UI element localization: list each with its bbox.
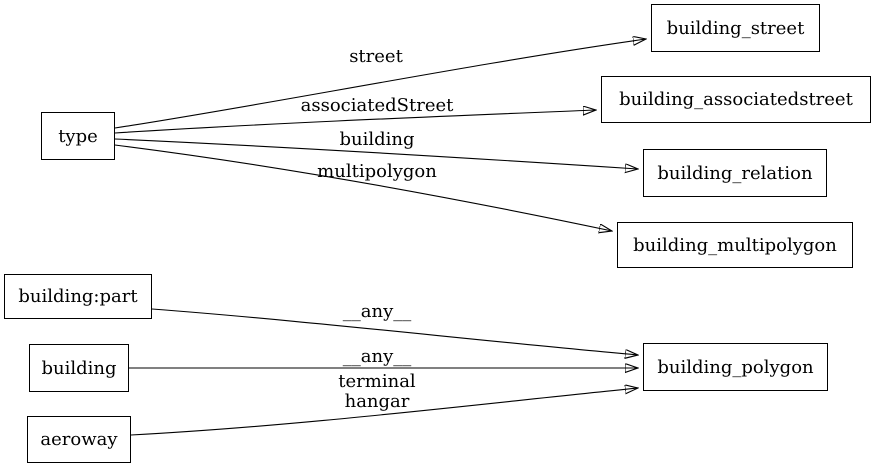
node-building: building — [29, 344, 129, 392]
edge-label-street: street — [349, 46, 403, 67]
edge-label-terminal-line2: hangar — [344, 391, 410, 412]
edge-type-to-building-multipolygon — [114, 144, 612, 231]
node-building-associatedstreet: building_associatedstreet — [601, 76, 871, 123]
edge-label-any-building: __any__ — [342, 346, 412, 367]
edge-label-associatedstreet: associatedStreet — [300, 95, 454, 116]
node-building-part: building:part — [4, 274, 152, 319]
edge-label-multipolygon: multipolygon — [317, 161, 437, 182]
node-building-street: building_street — [651, 4, 820, 52]
node-building-multipolygon: building_multipolygon — [617, 222, 853, 268]
edge-type-to-building-associatedstreet — [114, 110, 596, 134]
edge-label-building: building — [339, 129, 415, 150]
edge-type-to-building-relation — [114, 138, 638, 169]
node-building-polygon: building_polygon — [643, 343, 828, 391]
edge-buildingpart-to-building-polygon — [151, 308, 638, 355]
edge-label-any-buildingpart: __any__ — [342, 301, 412, 322]
node-type: type — [41, 112, 115, 160]
node-aeroway: aeroway — [27, 416, 131, 463]
edge-label-terminal-hangar: terminal hangar — [338, 372, 415, 412]
edge-aeroway-to-building-polygon — [130, 388, 638, 436]
node-building-relation: building_relation — [643, 149, 827, 197]
edge-label-terminal-line1: terminal — [338, 371, 416, 392]
edge-type-to-building-street — [114, 39, 646, 129]
